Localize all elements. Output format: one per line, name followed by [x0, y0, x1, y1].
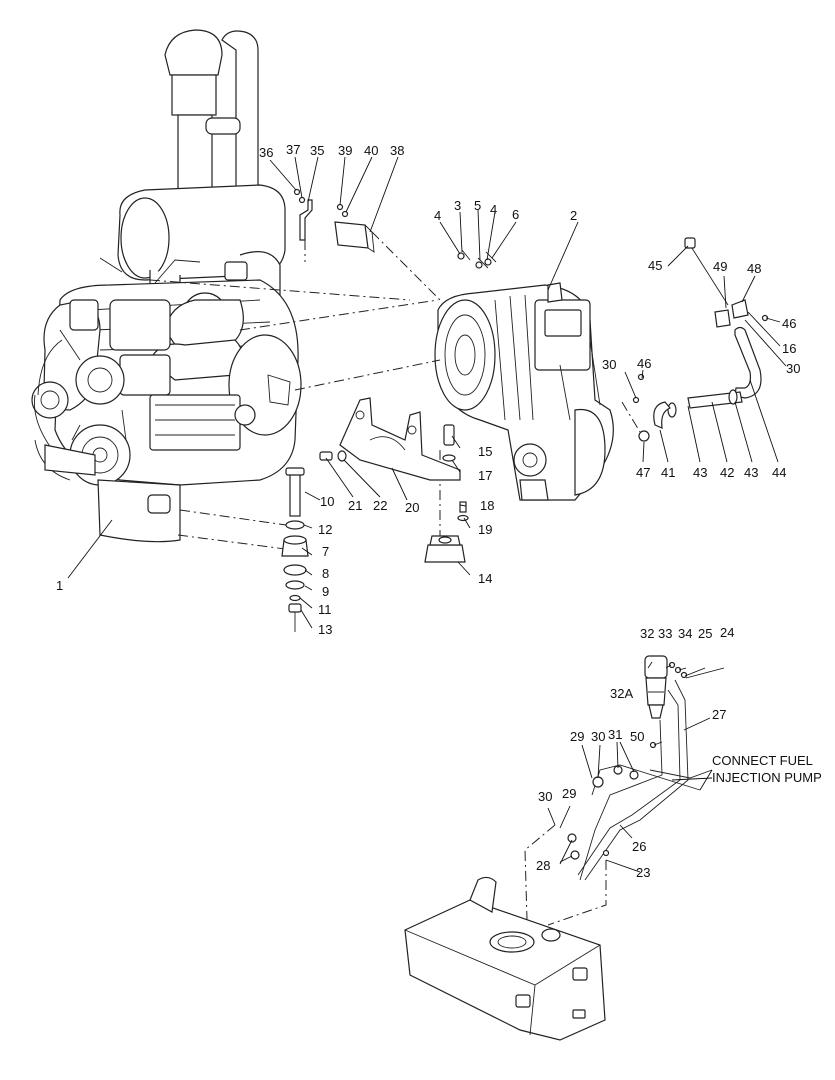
- callout-labels: 1 2 3 4 4 5 6 7 8 9 10 11 12 13 14 15 16…: [56, 142, 800, 880]
- callout-47: 47: [636, 465, 650, 480]
- transmission-assembly: [434, 282, 614, 501]
- callout-43: 43: [693, 465, 707, 480]
- callout-45: 45: [648, 258, 662, 273]
- callout-30: 30: [786, 361, 800, 376]
- callout-40: 40: [364, 143, 378, 158]
- note-line-1: CONNECT FUEL: [712, 753, 813, 768]
- connect-fuel-note: CONNECT FUEL INJECTION PUMP: [712, 753, 822, 785]
- callout-31: 31: [608, 727, 622, 742]
- callout-19: 19: [478, 522, 492, 537]
- callout-46: 46: [782, 316, 796, 331]
- callout-35: 35: [310, 143, 324, 158]
- exhaust-brackets: [293, 188, 375, 253]
- note-line-2: INJECTION PUMP: [712, 770, 822, 785]
- callout-38: 38: [390, 143, 404, 158]
- callout-24: 24: [720, 625, 734, 640]
- callout-21: 21: [348, 498, 362, 513]
- callout-11: 11: [318, 602, 332, 617]
- leader-lines: [67, 156, 787, 873]
- callout-39: 39: [338, 143, 352, 158]
- callout-48: 48: [747, 261, 761, 276]
- callout-15: 15: [478, 444, 492, 459]
- callout-46: 46: [637, 356, 651, 371]
- callout-5: 5: [474, 198, 481, 213]
- callout-26: 26: [632, 839, 646, 854]
- callout-2: 2: [570, 208, 577, 223]
- callout-14: 14: [478, 571, 492, 586]
- callout-20: 20: [405, 500, 419, 515]
- callout-16: 16: [782, 341, 796, 356]
- callout-13: 13: [318, 622, 332, 637]
- callout-4: 4: [490, 202, 497, 217]
- callout-17: 17: [478, 468, 492, 483]
- callout-30: 30: [602, 357, 616, 372]
- callout-1: 1: [56, 578, 63, 593]
- callout-34: 34: [678, 626, 692, 641]
- callout-32: 32: [640, 626, 654, 641]
- callout-42: 42: [720, 465, 734, 480]
- callout-6: 6: [512, 207, 519, 222]
- callout-9: 9: [322, 584, 329, 599]
- callout-3: 3: [454, 198, 461, 213]
- callout-30: 30: [591, 729, 605, 744]
- fuel-system: [404, 655, 713, 1041]
- callout-36: 36: [259, 145, 273, 160]
- callout-25: 25: [698, 626, 712, 641]
- callout-18: 18: [480, 498, 494, 513]
- callout-28: 28: [536, 858, 550, 873]
- callout-49: 49: [713, 259, 727, 274]
- callout-8: 8: [322, 566, 329, 581]
- callout-44: 44: [772, 465, 786, 480]
- callout-37: 37: [286, 142, 300, 157]
- callout-41: 41: [661, 465, 675, 480]
- callout-33: 33: [658, 626, 672, 641]
- transmission-bolts: [457, 249, 497, 269]
- callout-22: 22: [373, 498, 387, 513]
- callout-4: 4: [434, 208, 441, 223]
- callout-29: 29: [570, 729, 584, 744]
- callout-30: 30: [538, 789, 552, 804]
- callout-10: 10: [320, 494, 334, 509]
- callout-32A: 32A: [610, 686, 633, 701]
- callout-50: 50: [630, 729, 644, 744]
- callout-7: 7: [322, 544, 329, 559]
- engine-assembly: [31, 29, 302, 543]
- callout-12: 12: [318, 522, 332, 537]
- callout-43: 43: [744, 465, 758, 480]
- transmission-mount-bracket: [319, 397, 469, 563]
- breather-hose-assembly: [632, 237, 769, 442]
- callout-29: 29: [562, 786, 576, 801]
- callout-27: 27: [712, 707, 726, 722]
- callout-23: 23: [636, 865, 650, 880]
